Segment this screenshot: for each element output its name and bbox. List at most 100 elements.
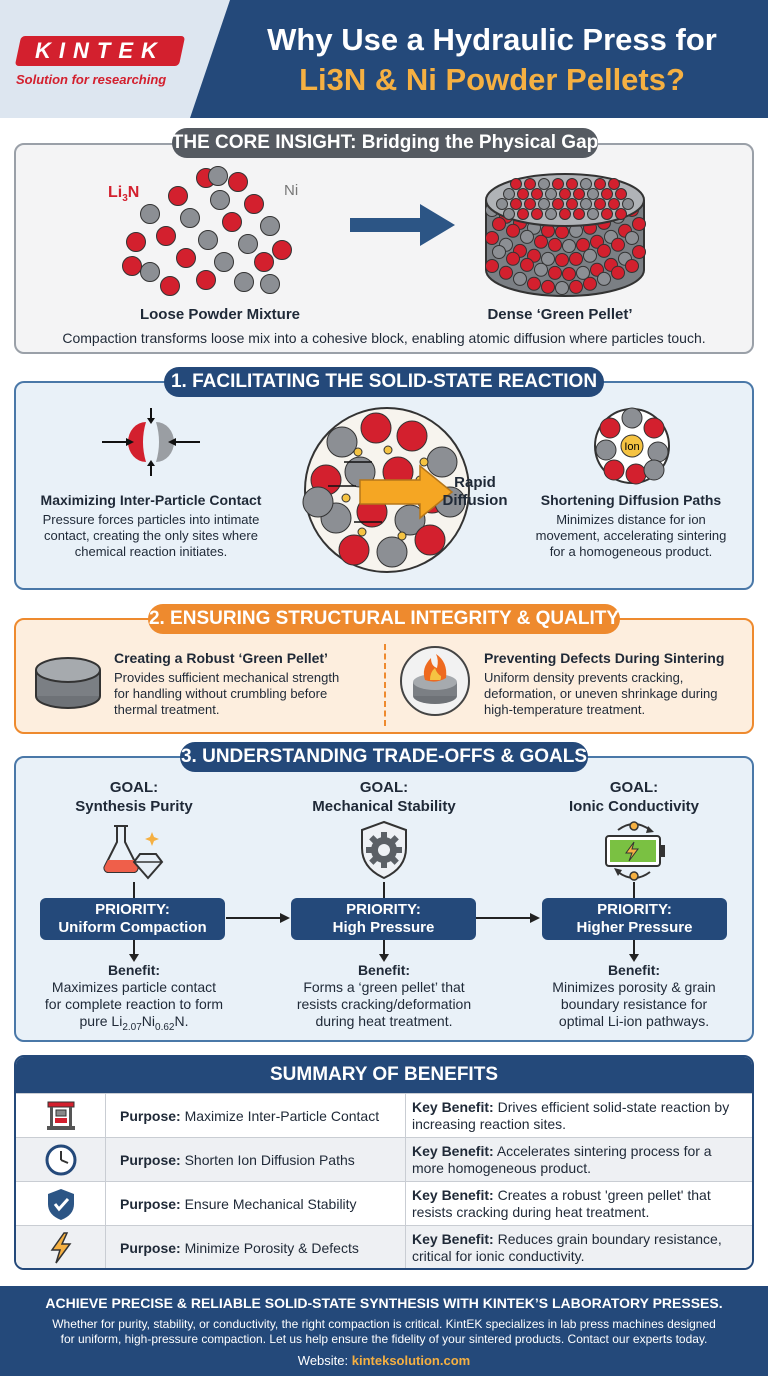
particle <box>140 204 160 224</box>
particle <box>414 524 446 556</box>
website-link[interactable]: kinteksolution.com <box>351 1353 471 1368</box>
particle <box>160 276 180 296</box>
particle <box>524 178 536 190</box>
particle <box>555 281 569 295</box>
summary-row: Purpose: Minimize Porosity & Defects Key… <box>16 1225 752 1268</box>
particle <box>594 178 606 190</box>
particle <box>520 257 534 272</box>
page-title-line1: Why Use a Hydraulic Press for <box>267 22 717 57</box>
particle <box>503 188 515 200</box>
particle <box>625 231 639 245</box>
particle <box>234 272 254 292</box>
pellet-icon <box>35 657 101 709</box>
particle <box>534 262 548 277</box>
s1-left-title: Maximizing Inter-Particle Contact <box>40 492 262 508</box>
particle <box>548 265 562 280</box>
particle <box>573 188 585 200</box>
particle <box>517 208 529 220</box>
particle <box>587 188 599 200</box>
particle <box>198 230 218 250</box>
particle <box>302 486 334 518</box>
particle <box>552 198 564 210</box>
particle <box>426 446 458 478</box>
ion-dot <box>353 447 363 457</box>
summary-benefit: Key Benefit: Creates a robust 'green pel… <box>412 1187 711 1220</box>
particle <box>555 253 569 267</box>
right-arrow-icon <box>226 913 290 923</box>
summary-table: SUMMARY OF BENEFITS Purpose: Maximize In… <box>14 1055 754 1270</box>
goal3-connector <box>633 882 635 900</box>
ion-dot <box>341 493 351 503</box>
particle <box>622 198 634 210</box>
particle <box>492 217 506 231</box>
particle <box>583 276 597 291</box>
particle <box>196 270 216 290</box>
header: KINTEK Solution for researching Why Use … <box>0 0 768 118</box>
kintek-logo[interactable]: KINTEK <box>14 36 186 66</box>
particle <box>527 276 541 291</box>
particle <box>208 166 228 186</box>
particle <box>625 463 647 485</box>
particle <box>601 188 613 200</box>
ion-path-icon: Ion <box>594 407 670 485</box>
press-icon <box>16 1094 106 1138</box>
particle <box>513 271 527 286</box>
particle <box>611 265 625 280</box>
particle <box>214 252 234 272</box>
ion-particle <box>620 434 644 458</box>
down-arrow-icon <box>379 940 389 962</box>
particle <box>210 190 230 210</box>
summary-benefit: Key Benefit: Reduces grain boundary resi… <box>412 1231 722 1264</box>
particle <box>647 441 669 463</box>
summary-row: Purpose: Shorten Ion Diffusion Paths Key… <box>16 1137 752 1182</box>
down-arrow-icon <box>629 940 639 962</box>
diffusion-illustration <box>302 407 470 573</box>
particle <box>499 265 513 280</box>
particle <box>608 178 620 190</box>
particle <box>545 188 557 200</box>
ion-dot <box>383 445 393 455</box>
particle <box>599 417 621 439</box>
core-insight-heading: THE CORE INSIGHT: Bridging the Physical … <box>172 128 598 158</box>
s1-right-title: Shortening Diffusion Paths <box>540 492 722 508</box>
particle <box>566 178 578 190</box>
particle <box>541 279 555 294</box>
goal3-header: GOAL:Ionic Conductivity <box>568 779 699 815</box>
particle <box>621 407 643 429</box>
particle <box>597 271 611 286</box>
li3n-label: Li3N <box>108 184 140 205</box>
summary-purpose: Purpose: Ensure Mechanical Stability <box>106 1182 406 1226</box>
arrow-icon <box>350 204 455 246</box>
page-title-line2: Li3N & Ni Powder Pellets? <box>299 62 685 97</box>
footer: ACHIEVE PRECISE & RELIABLE SOLID-STATE S… <box>0 1286 768 1376</box>
particle <box>254 252 274 272</box>
particle <box>615 208 627 220</box>
particle <box>580 178 592 190</box>
clock-icon <box>16 1138 106 1182</box>
priority1-box: PRIORITY:Uniform Compaction <box>40 898 225 940</box>
particle <box>569 251 583 266</box>
ni-label: Ni <box>284 182 299 199</box>
particle <box>608 198 620 210</box>
footer-body: Whether for purity, stability, or conduc… <box>52 1317 716 1346</box>
s2-right-title: Preventing Defects During Sintering <box>484 650 725 666</box>
section2-heading: 2. ENSURING STRUCTURAL INTEGRITY & QUALI… <box>148 604 620 634</box>
logo-text: KINTEK <box>35 38 165 63</box>
particle <box>360 412 392 444</box>
goal1-connector <box>133 882 135 900</box>
goal2-connector <box>383 882 385 900</box>
dense-pellet-label: Dense ‘Green Pellet’ <box>487 306 633 323</box>
particle <box>228 172 248 192</box>
ion-label: Ion <box>624 441 639 453</box>
summary-purpose: Purpose: Shorten Ion Diffusion Paths <box>106 1138 406 1182</box>
logo-tagline: Solution for researching <box>16 72 167 87</box>
dense-pellet-illustration <box>485 173 646 297</box>
footer-website: Website: kinteksolution.com <box>297 1353 471 1368</box>
particle <box>576 237 590 252</box>
particle <box>538 198 550 210</box>
particle <box>538 178 550 190</box>
particle <box>594 198 606 210</box>
particle <box>569 279 583 294</box>
